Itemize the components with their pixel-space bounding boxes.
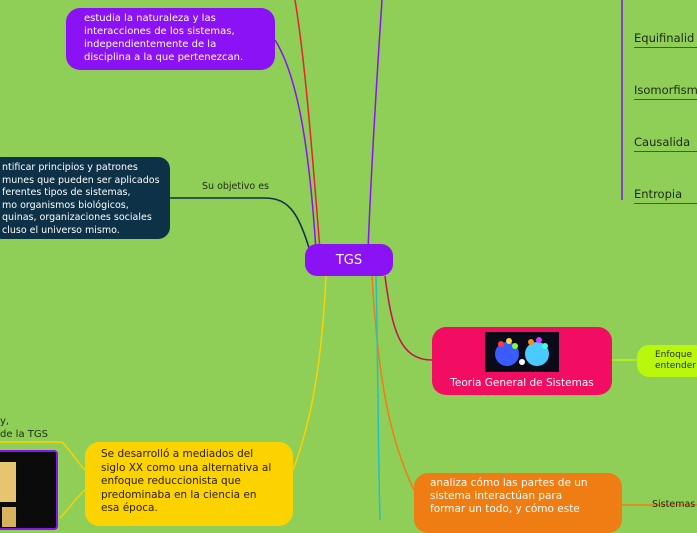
heads-thinking-icon xyxy=(485,332,559,372)
topic-entropia-label: Entropia xyxy=(634,187,683,201)
approach-note[interactable]: Enfoque entender xyxy=(637,345,697,377)
photo-thumbnail-icon xyxy=(0,452,56,528)
topic-isomorfismo-label: Isomorfism xyxy=(634,83,697,97)
central-topic-label: TGS xyxy=(335,252,363,268)
topic-entropia[interactable]: Entropia xyxy=(634,187,697,204)
topic-equifinalidad-label: Equifinalid xyxy=(634,31,695,45)
history-note-text: Se desarrolló a mediados del siglo XX co… xyxy=(101,448,272,514)
nature-note-text: estudia la naturaleza y las interaccione… xyxy=(84,13,244,63)
analysis-note-text: analiza cómo las partes de un sistema in… xyxy=(430,477,588,515)
topic-isomorfismo[interactable]: Isomorfism xyxy=(634,83,697,100)
nature-note[interactable]: estudia la naturaleza y las interaccione… xyxy=(66,8,275,70)
central-topic[interactable]: TGS xyxy=(305,244,393,276)
tgs-topic-label: Teoria General de Sistemas xyxy=(450,377,594,389)
analysis-note[interactable]: analiza cómo las partes de un sistema in… xyxy=(414,473,622,533)
photo-thumbnail[interactable] xyxy=(0,450,58,530)
topic-causalidad-label: Causalida xyxy=(634,135,691,149)
edge-label-sistemas: Sistemas xyxy=(652,499,696,510)
objective-note-text: ntificar principios y patrones munes que… xyxy=(2,162,160,236)
approach-note-text: Enfoque entender xyxy=(655,350,696,371)
history-note[interactable]: Se desarrolló a mediados del siglo XX co… xyxy=(85,442,293,526)
edge-label-objective: Su objetivo es xyxy=(202,181,270,192)
connector-lines xyxy=(0,0,697,520)
tgs-topic[interactable]: Teoria General de Sistemas xyxy=(432,327,612,395)
topic-causalidad[interactable]: Causalida xyxy=(634,135,697,152)
history-label: y, de la TGS xyxy=(0,416,48,440)
objective-note[interactable]: ntificar principios y patrones munes que… xyxy=(0,157,170,239)
topic-equifinalidad[interactable]: Equifinalid xyxy=(634,31,697,48)
